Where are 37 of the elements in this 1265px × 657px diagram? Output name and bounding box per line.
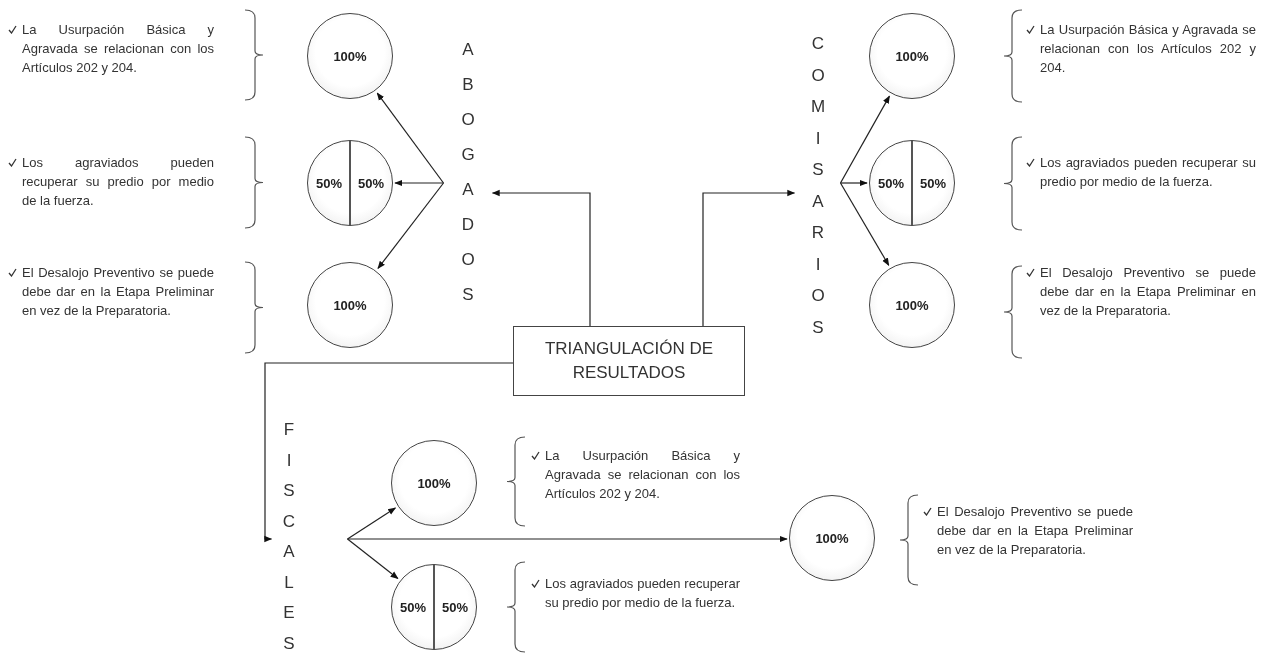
arrow: [491, 189, 591, 327]
statement-text: La Usurpación Básica y Agravada se relacionan con los Artículos 202 y 204.: [22, 21, 214, 77]
statement-text: Los agraviados pueden recuperar su predio por medio de la fuerza.: [545, 575, 740, 612]
arrow: [346, 538, 399, 580]
statement-text: La Usurpación Básica y Agravada se relacionan con los Artículos 202 y 204.: [545, 447, 740, 503]
arrow: [376, 92, 445, 184]
statement-text: Los agraviados pueden recuperar su predio por medio de la fuerza.: [22, 154, 214, 210]
percentage-label: 50%: [441, 599, 469, 615]
percentage-label: 100%: [895, 297, 929, 313]
statement-text: El Desalojo Preventivo se puede debe dar en la Etapa Preliminar en vez de la Preparatoria.: [937, 503, 1133, 559]
percentage-label: 50%: [877, 175, 905, 191]
percentage-label: 100%: [895, 48, 929, 64]
arrow: [346, 507, 397, 540]
process-box: TRIANGULACIÓN DE RESULTADOS: [513, 326, 745, 396]
statement-text: El Desalojo Preventivo se puede debe dar en la Etapa Preliminar en vez de la Preparatoria.: [1040, 264, 1256, 320]
arrow: [377, 182, 445, 270]
statement-text: La Usurpación Básica y Agravada se relacionan con los Artículos 202 y 204.: [1040, 21, 1256, 77]
arrow: [839, 95, 891, 184]
percentage-label: 50%: [919, 175, 947, 191]
percentage-label: 100%: [815, 530, 849, 546]
statement-text: Los agraviados pueden recuperar su predio por medio de la fuerza.: [1040, 154, 1256, 191]
arrow: [394, 179, 445, 187]
arrow: [702, 189, 796, 327]
vertical-label: ABOGADOS: [443, 32, 491, 312]
percentage-label: 50%: [357, 175, 385, 191]
vertical-label: COMISARIOS: [796, 28, 841, 343]
percentage-label: 50%: [399, 599, 427, 615]
vertical-label: FISCALES: [273, 415, 348, 657]
percentage-label: 100%: [333, 297, 367, 313]
percentage-label: 100%: [333, 48, 367, 64]
percentage-label: 100%: [417, 475, 451, 491]
arrow: [346, 535, 788, 543]
arrow: [839, 179, 868, 187]
arrow: [839, 182, 890, 266]
statement-text: El Desalojo Preventivo se puede debe dar en la Etapa Preliminar en vez de la Preparatoria.: [22, 264, 214, 320]
percentage-label: 50%: [315, 175, 343, 191]
arrow: [264, 362, 514, 543]
